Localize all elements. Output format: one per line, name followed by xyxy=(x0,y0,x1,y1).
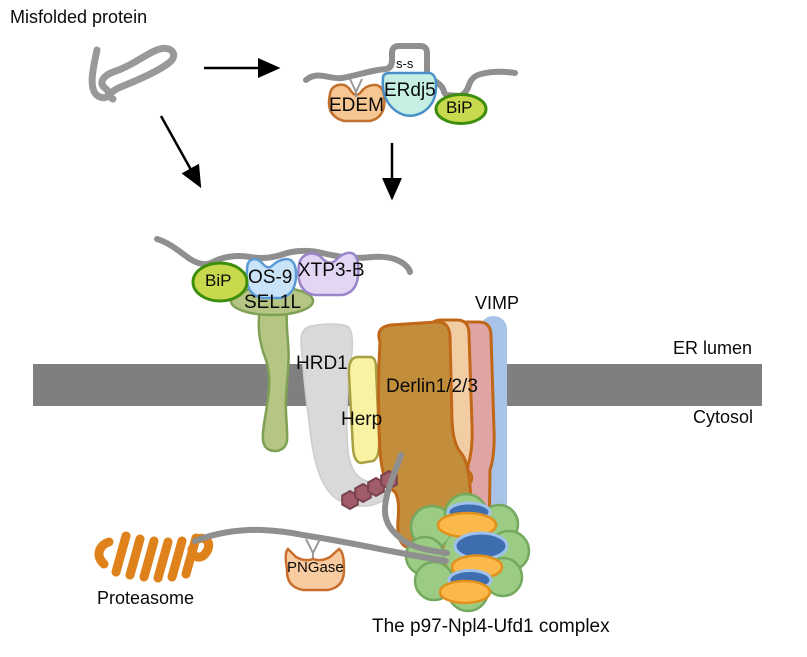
retrotranslocated-strand xyxy=(381,452,450,556)
cytosolic-strand xyxy=(192,526,449,564)
disulfide-label: s-s xyxy=(396,56,414,71)
erdj5-shape xyxy=(381,71,438,117)
xtp3b-shape xyxy=(297,251,360,297)
proteasome-shape xyxy=(94,531,214,583)
edem-label: EDEM xyxy=(329,95,384,116)
unfolded-strand-membrane xyxy=(154,236,413,275)
bip-membrane-label: BiP xyxy=(205,271,232,290)
os9-shape xyxy=(245,257,298,300)
misfolded-protein-label: Misfolded protein xyxy=(10,7,148,27)
unfolded-strand-top xyxy=(303,43,518,100)
derlin-label: Derlin1/2/3 xyxy=(386,376,478,397)
sel1l-label: SEL1L xyxy=(244,292,302,313)
p97-complex-shape xyxy=(404,492,531,613)
misfolded-protein-squiggle xyxy=(88,44,178,103)
sel1l-stem xyxy=(257,304,290,453)
pngase-shape xyxy=(284,547,346,592)
pngase-label: PNGase xyxy=(287,559,344,576)
glycan-icon xyxy=(349,78,363,97)
erdj5-label: ERdj5 xyxy=(384,80,436,101)
edem-shape xyxy=(327,83,386,123)
herp-label: Herp xyxy=(341,409,383,430)
p97-complex-caption: The p97-Npl4-Ufd1 complex xyxy=(372,616,610,637)
pngase-glycan-icon xyxy=(305,538,321,558)
bip-luminal-shape xyxy=(434,93,488,125)
os9-label: OS-9 xyxy=(248,267,293,288)
bip-membrane-shape xyxy=(191,261,249,303)
bip-luminal-label: BiP xyxy=(446,98,473,117)
hrd1-label: HRD1 xyxy=(296,353,348,374)
vimp-label: VIMP xyxy=(475,293,520,313)
er-lumen-label: ER lumen xyxy=(673,338,753,358)
proteasome-label: Proteasome xyxy=(97,588,195,608)
cytosol-label: Cytosol xyxy=(693,407,754,427)
arrow-diagonal-down xyxy=(159,115,202,189)
herp-shape xyxy=(347,355,381,465)
xtp3b-label: XTP3-B xyxy=(298,260,365,281)
